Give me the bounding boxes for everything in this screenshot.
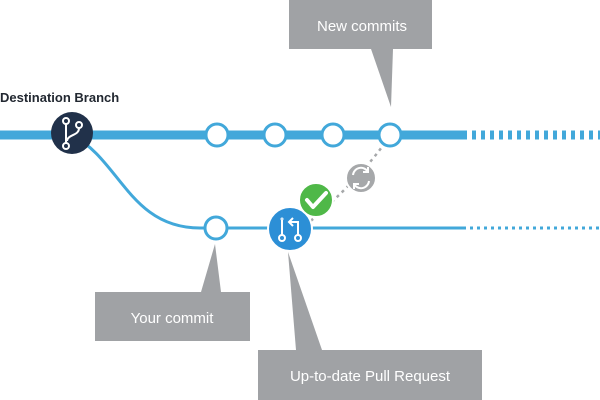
pull-request-label: Up-to-date Pull Request [290,368,451,385]
new-commit-3 [320,122,346,148]
new-commit-4 [377,122,403,148]
approved-badge [298,182,334,218]
your-commit-label: Your commit [131,310,215,327]
pull-request-node [267,206,313,252]
feature-branch-curve [71,133,463,230]
your-commit-callout: Your commit [95,244,250,341]
new-commits-label: New commits [317,18,407,35]
new-commits-callout: New commits [289,0,432,107]
pull-request-callout: Up-to-date Pull Request [258,252,482,400]
destination-branch-label: Destination Branch [0,90,119,105]
git-branch-icon [62,117,83,150]
destination-branch-node [51,112,93,154]
your-commit-node [203,215,229,241]
new-commit-1 [204,122,230,148]
new-commit-2 [262,122,288,148]
check-icon [305,191,328,209]
sync-icon [352,166,370,190]
pull-request-icon [278,217,302,242]
sync-badge [345,162,377,194]
